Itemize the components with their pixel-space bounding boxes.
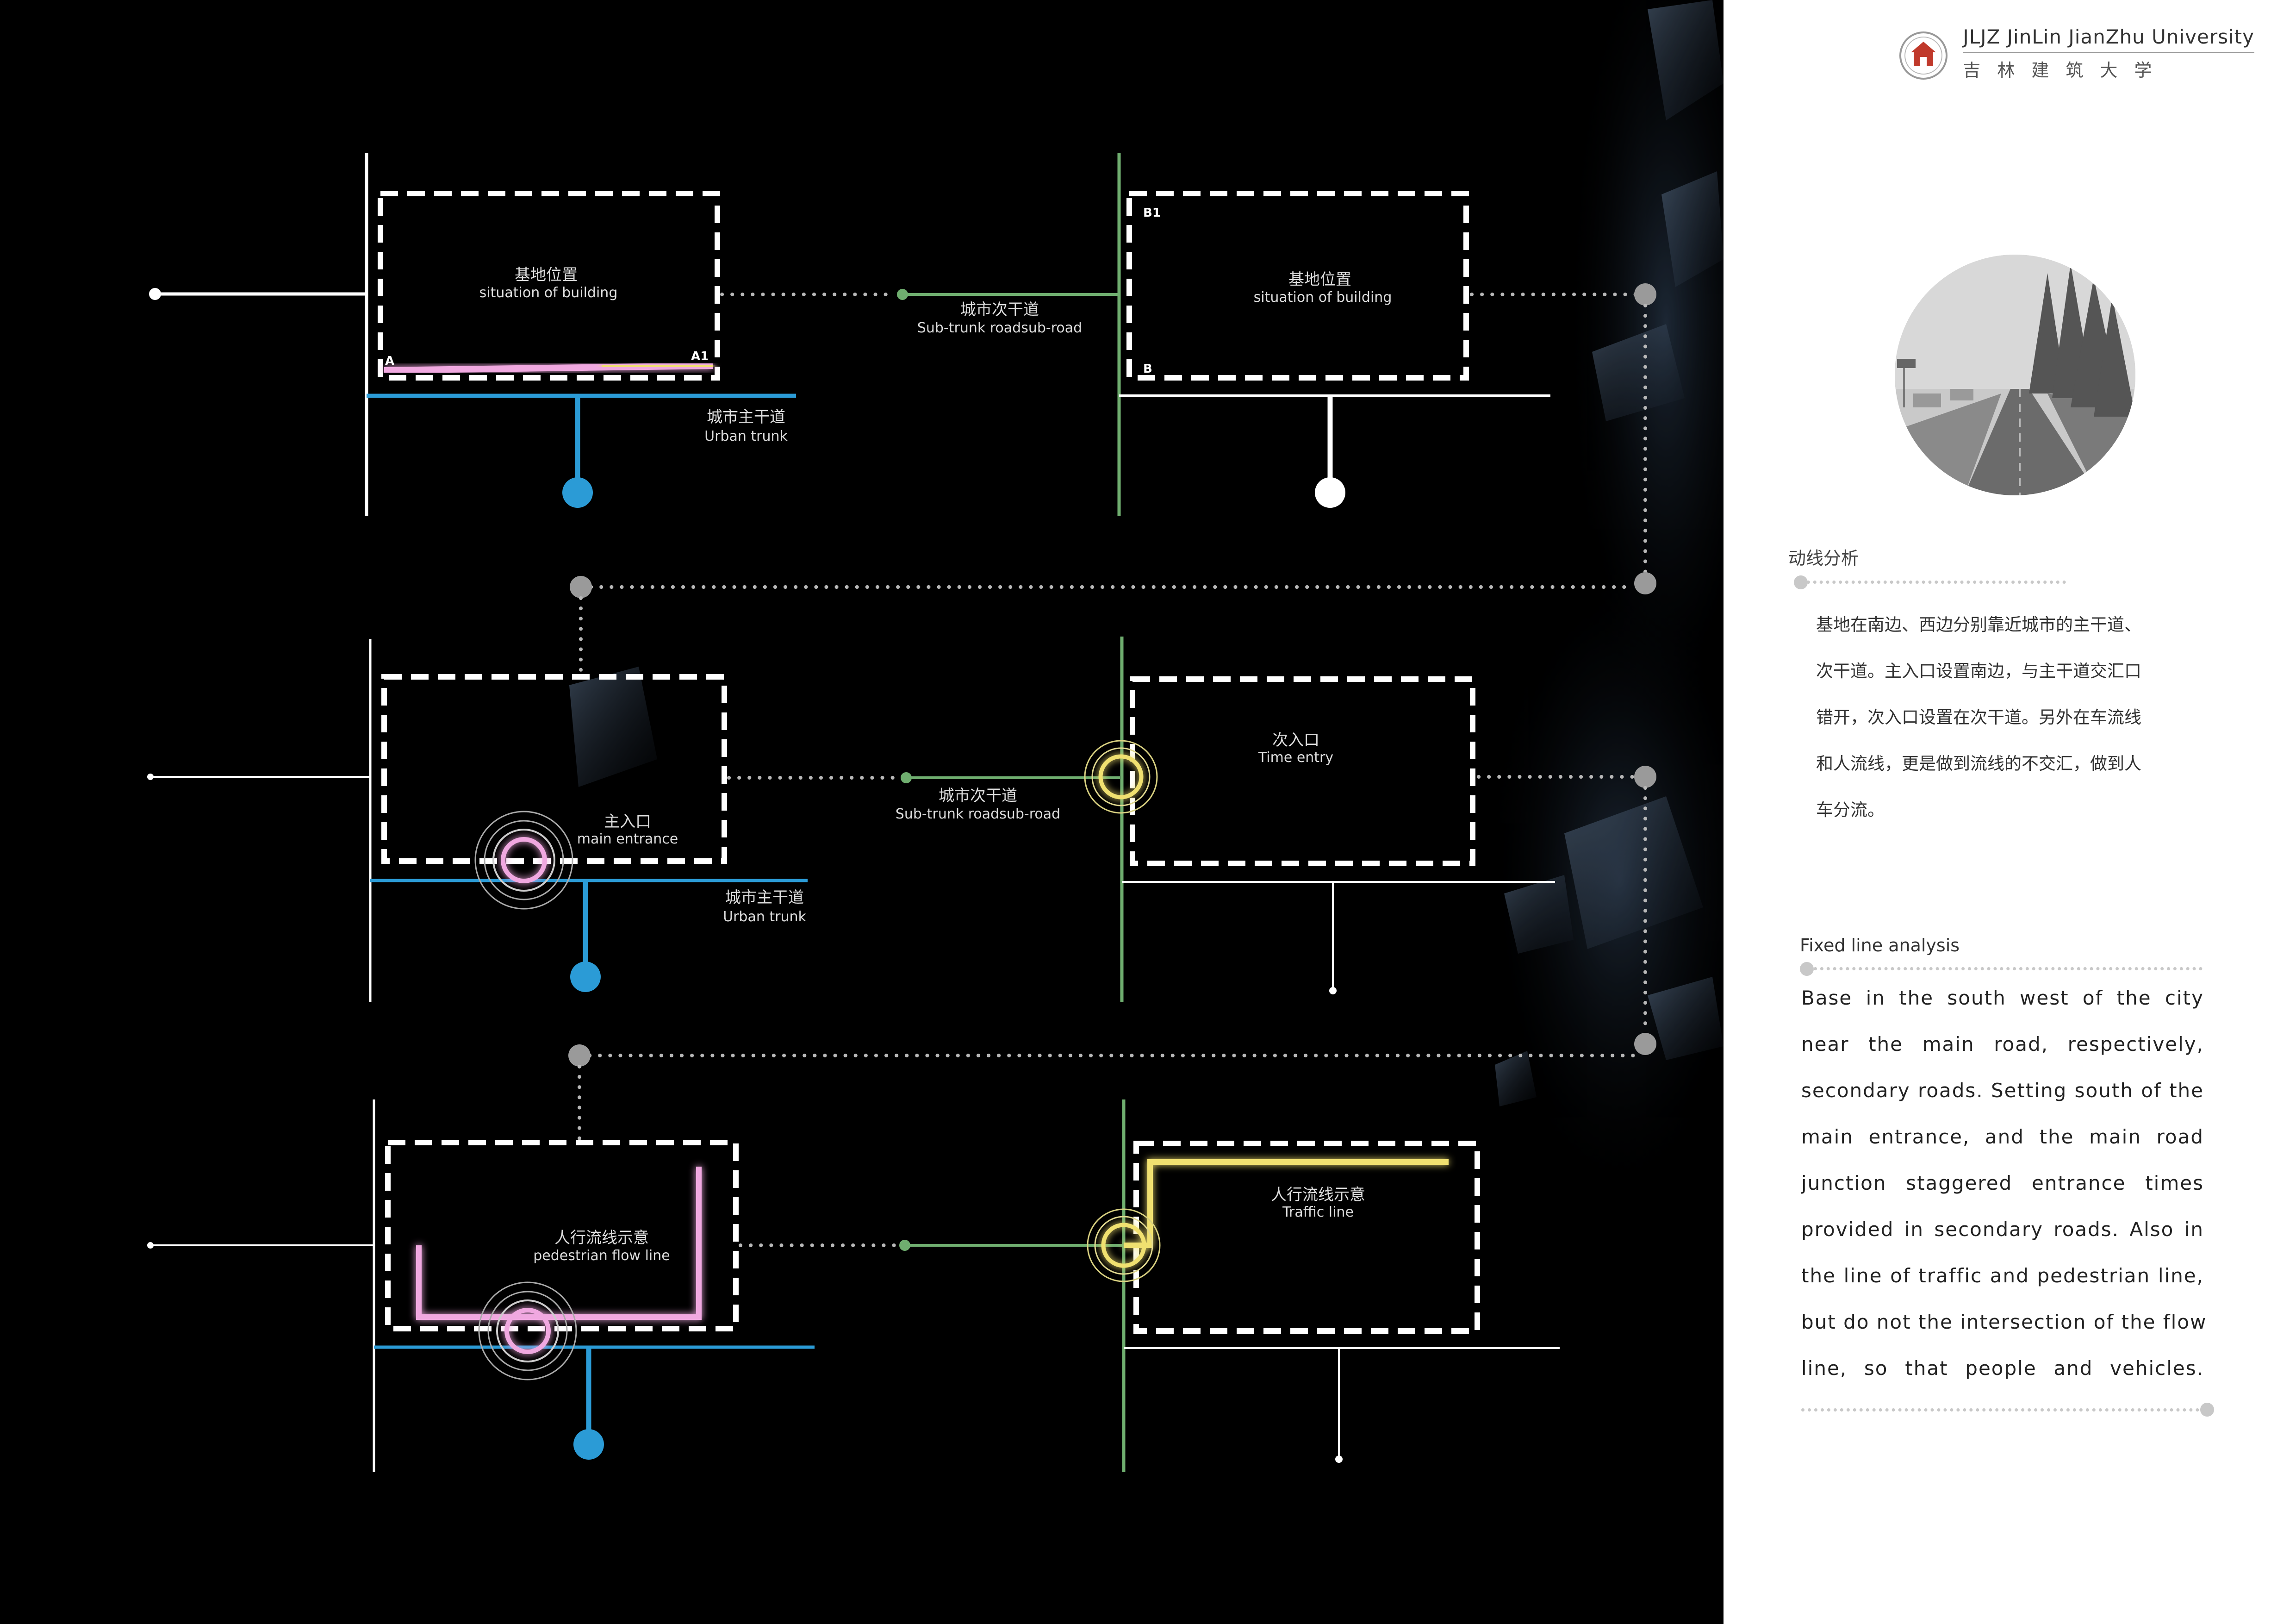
- traffic-entrance-marker: [1087, 1208, 1161, 1282]
- connector-row3: [739, 1240, 1124, 1251]
- main-entrance-marker: [474, 811, 573, 910]
- en-line: secondary roads. Setting south of the: [1801, 1079, 2204, 1102]
- section-cn-divider-top: [1807, 581, 2066, 584]
- d3-road-cn: 城市主干道: [725, 888, 804, 907]
- d6-label-cn: 人行流线示意: [1271, 1186, 1365, 1204]
- diagram-pedestrian-flow: 人行流线示意 pedestrian flow line: [147, 1099, 815, 1472]
- en-line: but do not the intersection of the flow: [1801, 1311, 2207, 1333]
- decorative-cubes: [569, 0, 1724, 1204]
- section-en-title: Fixed line analysis: [1800, 935, 1960, 956]
- en-line: line, so that people and vehicles.: [1801, 1357, 2204, 1380]
- d4-label-en: Time entry: [1258, 750, 1333, 766]
- diagram-main-entrance: 主入口 main entrance 城市主干道 Urban trunk: [147, 639, 808, 1002]
- brand-title: JLJZ JinLin JianZhu University: [1963, 25, 2254, 48]
- en-line: the line of traffic and pedestrian line,: [1801, 1264, 2204, 1287]
- d1-label-cn: 基地位置: [515, 266, 578, 284]
- section-en-dot-start: [1800, 962, 1814, 976]
- diagram-traffic-line: 人行流线示意 Traffic line: [1087, 1099, 1560, 1472]
- sidebar: JLJZ JinLin JianZhu University 吉林建筑大学 动线…: [1724, 0, 2296, 1624]
- brand-block: JLJZ JinLin JianZhu University 吉林建筑大学: [1898, 25, 2254, 81]
- d5-label-cn: 人行流线示意: [554, 1229, 649, 1247]
- d2-corner-b1: B1: [1143, 206, 1161, 220]
- street-photo: [1895, 255, 2135, 495]
- r2-subroad-cn: 城市次干道: [939, 787, 1017, 805]
- cn-line: 次干道。主入口设置南边，与主干道交汇口: [1816, 661, 2141, 681]
- cn-line: 错开，次入口设置在次干道。另外在车流线: [1816, 707, 2141, 727]
- cn-line: 基地在南边、西边分别靠近城市的主干道、: [1816, 615, 2141, 635]
- pedestrian-entrance-marker: [478, 1281, 577, 1380]
- d6-label-en: Traffic line: [1282, 1204, 1354, 1220]
- d1-label-en: situation of building: [479, 285, 618, 301]
- connector-transitions: [568, 283, 1656, 1150]
- cn-line: 车分流。: [1816, 800, 1885, 820]
- section-cn-dot-start: [1794, 575, 1808, 589]
- section-en-divider-top: [1814, 967, 2203, 970]
- secondary-entrance-marker: [1084, 740, 1158, 814]
- en-line: provided in secondary roads. Also in: [1801, 1218, 2204, 1241]
- r2-subroad-en: Sub-trunk roadsub-road: [896, 806, 1060, 822]
- cn-line: 和人流线，更是做到流线的不交汇，做到人: [1816, 754, 2141, 774]
- r1-subroad-cn: 城市次干道: [960, 300, 1039, 319]
- d5-label-en: pedestrian flow line: [533, 1248, 670, 1264]
- d3-road-en: Urban trunk: [723, 909, 806, 925]
- section-en-divider-bottom: [1801, 1408, 2199, 1412]
- connector-row1: 城市次干道 Sub-trunk roadsub-road: [720, 289, 1119, 336]
- r1-subroad-en: Sub-trunk roadsub-road: [917, 320, 1082, 336]
- diagram-site-location-a: 基地位置 situation of building A A1 城市主干道 Ur…: [149, 153, 796, 516]
- d4-label-cn: 次入口: [1272, 731, 1319, 750]
- section-cn-title: 动线分析: [1788, 548, 1859, 568]
- en-line: Base in the south west of the city: [1801, 987, 2204, 1009]
- d2-label-en: situation of building: [1254, 289, 1392, 306]
- section-en-dot-end: [2200, 1403, 2214, 1417]
- d1-corner-a: A: [385, 354, 394, 368]
- en-line: main entrance, and the main road: [1801, 1125, 2204, 1148]
- d2-corner-b: B: [1143, 362, 1152, 376]
- section-cn-body: 基地在南边、西边分别靠近城市的主干道、 次干道。主入口设置南边，与主干道交汇口 …: [1816, 602, 2214, 833]
- d1-road-cn: 城市主干道: [707, 408, 785, 426]
- diagram-canvas: 基地位置 situation of building A A1 城市主干道 Ur…: [147, 0, 1724, 1472]
- diagram-site-location-b: 基地位置 situation of building B1 B: [1117, 153, 1550, 516]
- d3-label-en: main entrance: [577, 831, 678, 847]
- university-logo-icon: [1899, 31, 1948, 80]
- d2-label-cn: 基地位置: [1288, 270, 1351, 289]
- section-en-body: Base in the south west of the city near …: [1801, 975, 2207, 1392]
- en-line: junction staggered entrance times: [1801, 1172, 2204, 1194]
- d1-road-en: Urban trunk: [704, 428, 788, 444]
- brand-subtitle: 吉林建筑大学: [1963, 52, 2254, 81]
- d3-label-cn: 主入口: [604, 812, 651, 831]
- d1-corner-a1: A1: [691, 350, 709, 363]
- diagram-secondary-entrance: 次入口 Time entry: [1084, 637, 1555, 1002]
- connector-row2: 城市次干道 Sub-trunk roadsub-road: [727, 772, 1120, 822]
- en-line: near the main road, respectively,: [1801, 1033, 2204, 1056]
